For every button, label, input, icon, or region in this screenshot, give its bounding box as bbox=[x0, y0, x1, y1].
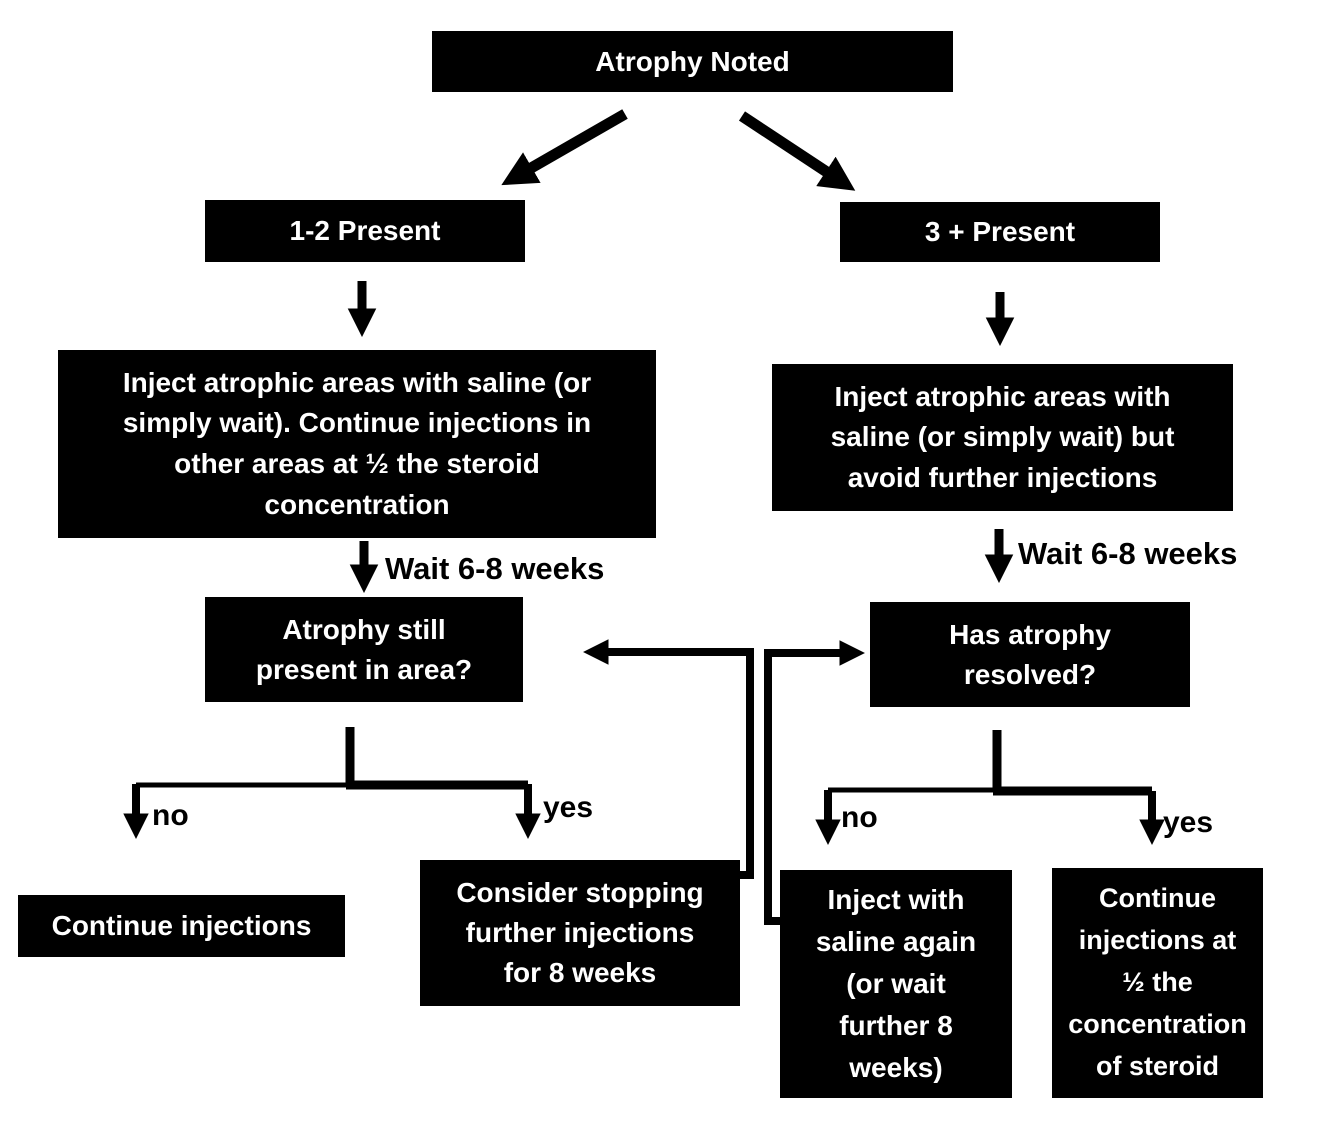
connector-consider-stopping-to-left-question bbox=[583, 639, 754, 879]
node-question-atrophy-still-present: Atrophy still present in area? bbox=[205, 597, 523, 702]
node-1-2-present: 1-2 Present bbox=[205, 200, 525, 262]
label-yes-right: yes bbox=[1163, 806, 1214, 839]
arrow-root-to-3-plus-present bbox=[738, 111, 856, 191]
node-action-left-inject-saline: Inject atrophic areas with saline (or si… bbox=[58, 350, 656, 538]
arrow-root-to-1-2-present bbox=[501, 109, 628, 186]
connector-inject-saline-to-right-question bbox=[764, 640, 865, 925]
label-no-left: no bbox=[152, 799, 189, 832]
node-outcome-continue-injections: Continue injections bbox=[18, 895, 345, 957]
node-outcome-consider-stopping: Consider stopping further injections for… bbox=[420, 860, 740, 1006]
label-wait-6-8-weeks-left: Wait 6-8 weeks bbox=[385, 551, 605, 586]
node-outcome-continue-half-concentration: Continue injections at ½ the concentrati… bbox=[1052, 868, 1263, 1098]
node-question-has-atrophy-resolved: Has atrophy resolved? bbox=[870, 602, 1190, 707]
node-outcome-inject-saline-again: Inject with saline again (or wait furthe… bbox=[780, 870, 1012, 1098]
label-no-right: no bbox=[841, 801, 878, 834]
node-atrophy-noted: Atrophy Noted bbox=[432, 31, 953, 92]
label-wait-6-8-weeks-right: Wait 6-8 weeks bbox=[1018, 536, 1238, 571]
label-yes-left: yes bbox=[543, 791, 594, 824]
node-3-plus-present: 3 + Present bbox=[840, 202, 1160, 262]
node-action-right-inject-saline: Inject atrophic areas with saline (or si… bbox=[772, 364, 1233, 511]
